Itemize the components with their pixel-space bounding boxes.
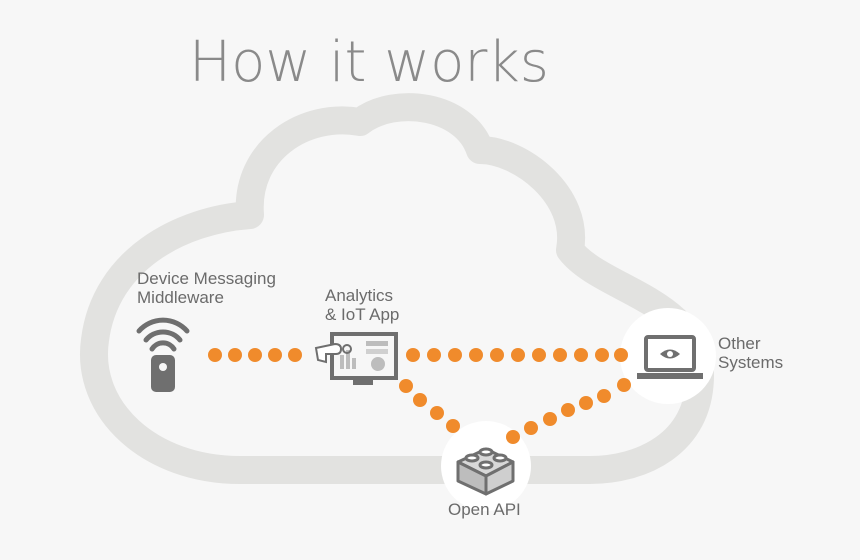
- dot-path-api-other: [506, 378, 631, 444]
- dot-path-analytics-api: [399, 379, 460, 433]
- other-systems-label-line1: Other: [718, 334, 761, 353]
- dot-path-device-analytics: [208, 348, 302, 362]
- device-label-line1: Device Messaging: [137, 269, 276, 288]
- analytics-label-line1: Analytics: [325, 286, 394, 305]
- analytics-label: Analytics & IoT App: [325, 286, 399, 324]
- page-title: How it works: [189, 30, 549, 95]
- other-systems-label-line2: Systems: [718, 353, 784, 372]
- analytics-label-line2: & IoT App: [325, 305, 400, 324]
- device-label-line2: Middleware: [137, 288, 224, 307]
- other-systems-label: Other Systems: [718, 334, 783, 372]
- analytics-monitor-icon: [314, 332, 398, 385]
- lego-brick-icon: [456, 447, 515, 496]
- wifi-sensor-icon: [136, 317, 190, 392]
- open-api-label: Open API: [448, 500, 521, 519]
- laptop-eye-icon: [637, 335, 703, 379]
- dot-path-analytics-other: [406, 348, 628, 362]
- device-label: Device Messaging Middleware: [137, 269, 276, 307]
